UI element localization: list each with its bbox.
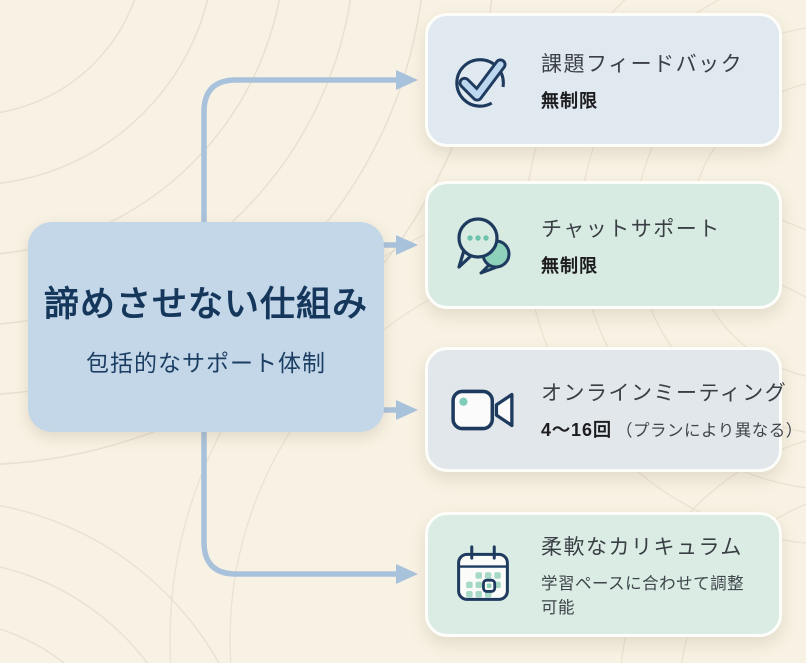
chat-bubbles-icon bbox=[450, 213, 516, 277]
arrowhead-card-4 bbox=[396, 564, 418, 584]
arrowhead-card-1 bbox=[396, 70, 418, 90]
card-title: 柔軟なカリキュラム bbox=[541, 536, 743, 559]
video-camera-icon bbox=[450, 384, 516, 436]
connector-line-card-4 bbox=[201, 427, 400, 577]
card-title: 課題フィードバック bbox=[541, 52, 744, 76]
main-subtitle: 包括的なサポート体制 bbox=[86, 350, 326, 376]
card-assignment-feedback: 課題フィードバック 無制限 bbox=[425, 13, 782, 147]
card-chat-support: チャットサポート 無制限 bbox=[425, 181, 782, 309]
arrowhead-card-3 bbox=[396, 400, 418, 420]
card-title: オンラインミーティング bbox=[541, 382, 788, 405]
main-topic-box: 諦めさせない仕組み 包括的なサポート体制 bbox=[28, 222, 384, 432]
card-value: 無制限 bbox=[541, 90, 598, 111]
card-note: （プランにより異なる） bbox=[616, 422, 803, 440]
card-value: 無制限 bbox=[541, 255, 598, 276]
check-circle-icon bbox=[450, 49, 516, 111]
connector-line-card-1 bbox=[201, 77, 400, 227]
card-title: チャットサポート bbox=[541, 217, 721, 241]
card-online-meeting: オンラインミーティング 4〜16回 （プランにより異なる） bbox=[425, 347, 802, 472]
card-flexible-curriculum: 柔軟なカリキュラム 学習ペースに合わせて調整可能 bbox=[425, 512, 782, 637]
calendar-icon bbox=[450, 542, 516, 608]
arrowhead-card-2 bbox=[396, 235, 418, 255]
contour-group-bottom-left bbox=[0, 504, 220, 663]
card-value: 4〜16回 bbox=[541, 420, 613, 440]
card-note: 学習ペースに合わせて調整可能 bbox=[541, 575, 745, 617]
main-title: 諦めさせない仕組み bbox=[43, 285, 368, 324]
